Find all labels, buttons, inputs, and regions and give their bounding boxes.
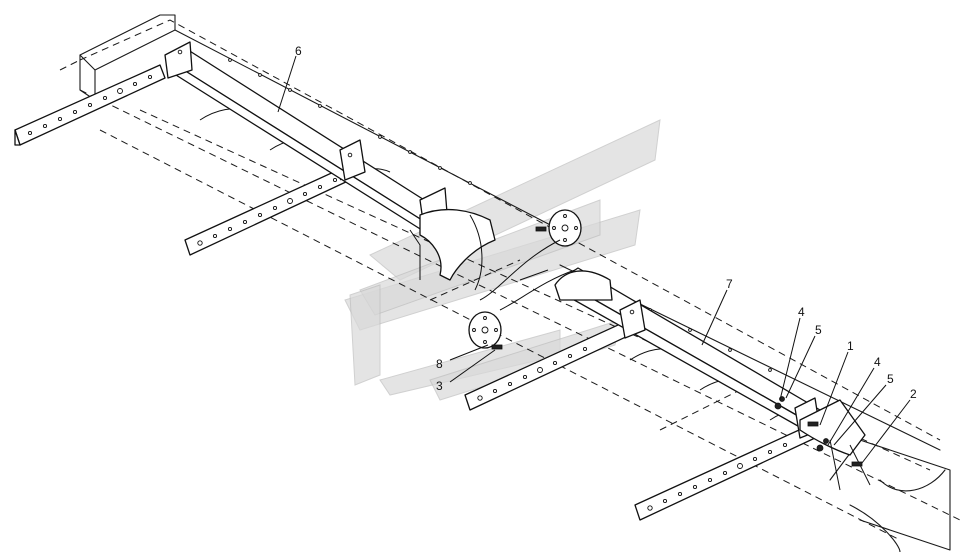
callout-4-lower: 4: [874, 355, 881, 369]
flange-lower: [468, 311, 503, 350]
leader-lines: [277, 55, 911, 464]
callout-5-lower: 5: [887, 372, 894, 386]
beam-7: [554, 267, 821, 439]
callout-2: 2: [910, 387, 917, 401]
callout-labels: 6 7 4 5 1 4 5 2 8 3: [295, 44, 917, 401]
hardware-bolts: [774, 396, 863, 467]
watermark-logo: [344, 119, 661, 401]
callout-1: 1: [847, 339, 854, 353]
callout-8: 8: [436, 357, 443, 371]
main-frame: [79, 14, 951, 552]
beam-6: [164, 41, 449, 236]
callout-4-upper: 4: [798, 305, 805, 319]
callout-6: 6: [295, 44, 302, 58]
callout-7: 7: [726, 277, 733, 291]
front-arm-left: [14, 64, 166, 146]
pivot-bracket-right: [799, 399, 871, 491]
center-link: [479, 239, 576, 311]
flange-upper: [535, 209, 582, 247]
pivot-bracket-left: [409, 208, 496, 291]
callout-3: 3: [436, 379, 443, 393]
front-arm-right-lower: [634, 424, 816, 521]
callout-5-upper: 5: [815, 323, 822, 337]
